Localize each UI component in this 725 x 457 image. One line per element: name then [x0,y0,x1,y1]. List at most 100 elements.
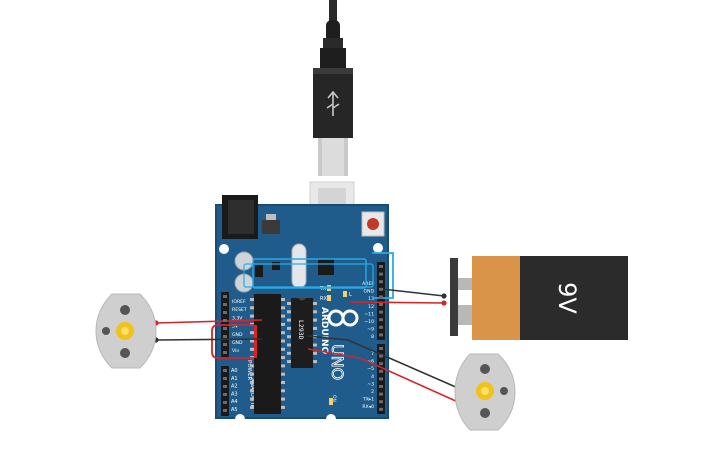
chip-pin [281,381,285,384]
chip-pin [250,364,254,368]
wire-battery-black[interactable] [381,288,445,297]
wire-left-motor-black[interactable] [155,338,263,341]
pin-hole [223,401,227,404]
pin-hole [379,392,383,396]
chip-pin [287,302,291,305]
chip-pin [313,360,317,364]
power-pin-label: RESET [232,307,247,313]
digital-pin-label: 13 [368,296,374,302]
digital-pin-label: ~11 [364,311,374,317]
pin-hole [379,295,383,299]
chip-pin [281,405,285,409]
digital-pin-label: ~5 [367,366,374,372]
chip-pin [287,351,291,355]
chip-pin [313,326,317,330]
led-on-label: ON [331,395,337,402]
analog-pin-label: A2 [231,384,238,390]
chip-pin [281,372,285,376]
wire-left-motor-red[interactable] [155,319,263,324]
pin-hole [379,325,383,329]
digital-pin-label: 7 [371,351,374,357]
brand-name: ARDUINO [319,307,329,355]
selection-outline-cyan [243,263,374,288]
usb-cable-icon[interactable] [309,0,355,237]
chip-pin [250,389,254,393]
wire-right-motor-red[interactable] [307,348,459,403]
pin-hole [379,407,383,411]
chip-pin [281,306,285,310]
chip-pin [250,306,254,310]
digital-pin-label: 2 [371,389,374,395]
pin-hole [223,335,227,338]
pin-hole [223,327,227,330]
pin-hole [223,393,227,396]
chip-pin [281,339,285,343]
analog-pin-label: A0 [231,368,238,374]
chip-pin [287,360,291,364]
pin-hole [379,385,383,388]
dc-motor-right[interactable] [454,353,516,431]
dc-motor-left[interactable] [95,293,157,369]
motor-gear-icon [476,382,494,400]
chip-pin [250,298,254,301]
mounting-hole [326,414,336,424]
pin-hole [379,354,383,358]
chip-pin [313,302,317,305]
wire-right-motor-black[interactable] [307,335,459,389]
chip-pin [313,310,317,314]
chip-pin [281,322,285,326]
digital-pin-label: AREF [362,281,374,287]
chip-pin [287,335,291,339]
pin-hole [379,272,383,276]
atmega-chip [254,294,281,414]
led-rx [327,295,331,301]
chip-pin [281,298,285,301]
reset-button-icon[interactable] [361,211,385,237]
led-tx-label: TX [319,286,327,292]
power-pin-label: 5V [232,324,239,330]
power-pin-label: Vin [232,348,239,354]
pin-hole [223,369,227,372]
digital-pin-label: ~10 [364,319,374,325]
pin-hole [379,265,383,268]
l293d-chip[interactable]: L293D [287,298,317,368]
power-header-title: POWER [246,360,252,381]
pin-hole [223,303,227,306]
chip-pin [281,331,285,335]
digital-header-top[interactable] [377,262,385,340]
pin-hole [223,319,227,322]
battery-9v[interactable]: 9V [450,256,628,340]
dc-barrel-jack-icon[interactable] [222,195,258,239]
led-rx-label: RX [320,296,327,302]
power-pin-label: 3.3V [232,315,243,321]
analog-header[interactable] [221,366,229,416]
wire-battery-red[interactable] [349,301,445,304]
pin-hole [379,318,383,322]
pin-hole [223,385,227,388]
pin-hole [379,287,383,291]
chip-pin [313,318,317,322]
mounting-hole [235,414,245,424]
pin-hole [379,347,383,350]
pin-hole [379,333,383,337]
chip-pin [281,389,285,393]
digital-pin-label: ~3 [367,381,374,387]
power-pin-label: GND [232,340,243,346]
motor-gear-icon [116,322,134,340]
digital-pin-label: ~9 [367,327,374,333]
chip-pin [313,351,317,355]
digital-pin-label: 12 [368,304,374,310]
chip-pin [281,347,285,351]
voltage-regulator [262,220,280,234]
chip-pin [281,397,285,401]
chip-pin [287,326,291,330]
led-on [329,398,333,405]
chip-pin [250,339,254,343]
pin-hole [223,409,227,412]
chip-pin [281,314,285,318]
crystal-oscillator [291,243,307,289]
